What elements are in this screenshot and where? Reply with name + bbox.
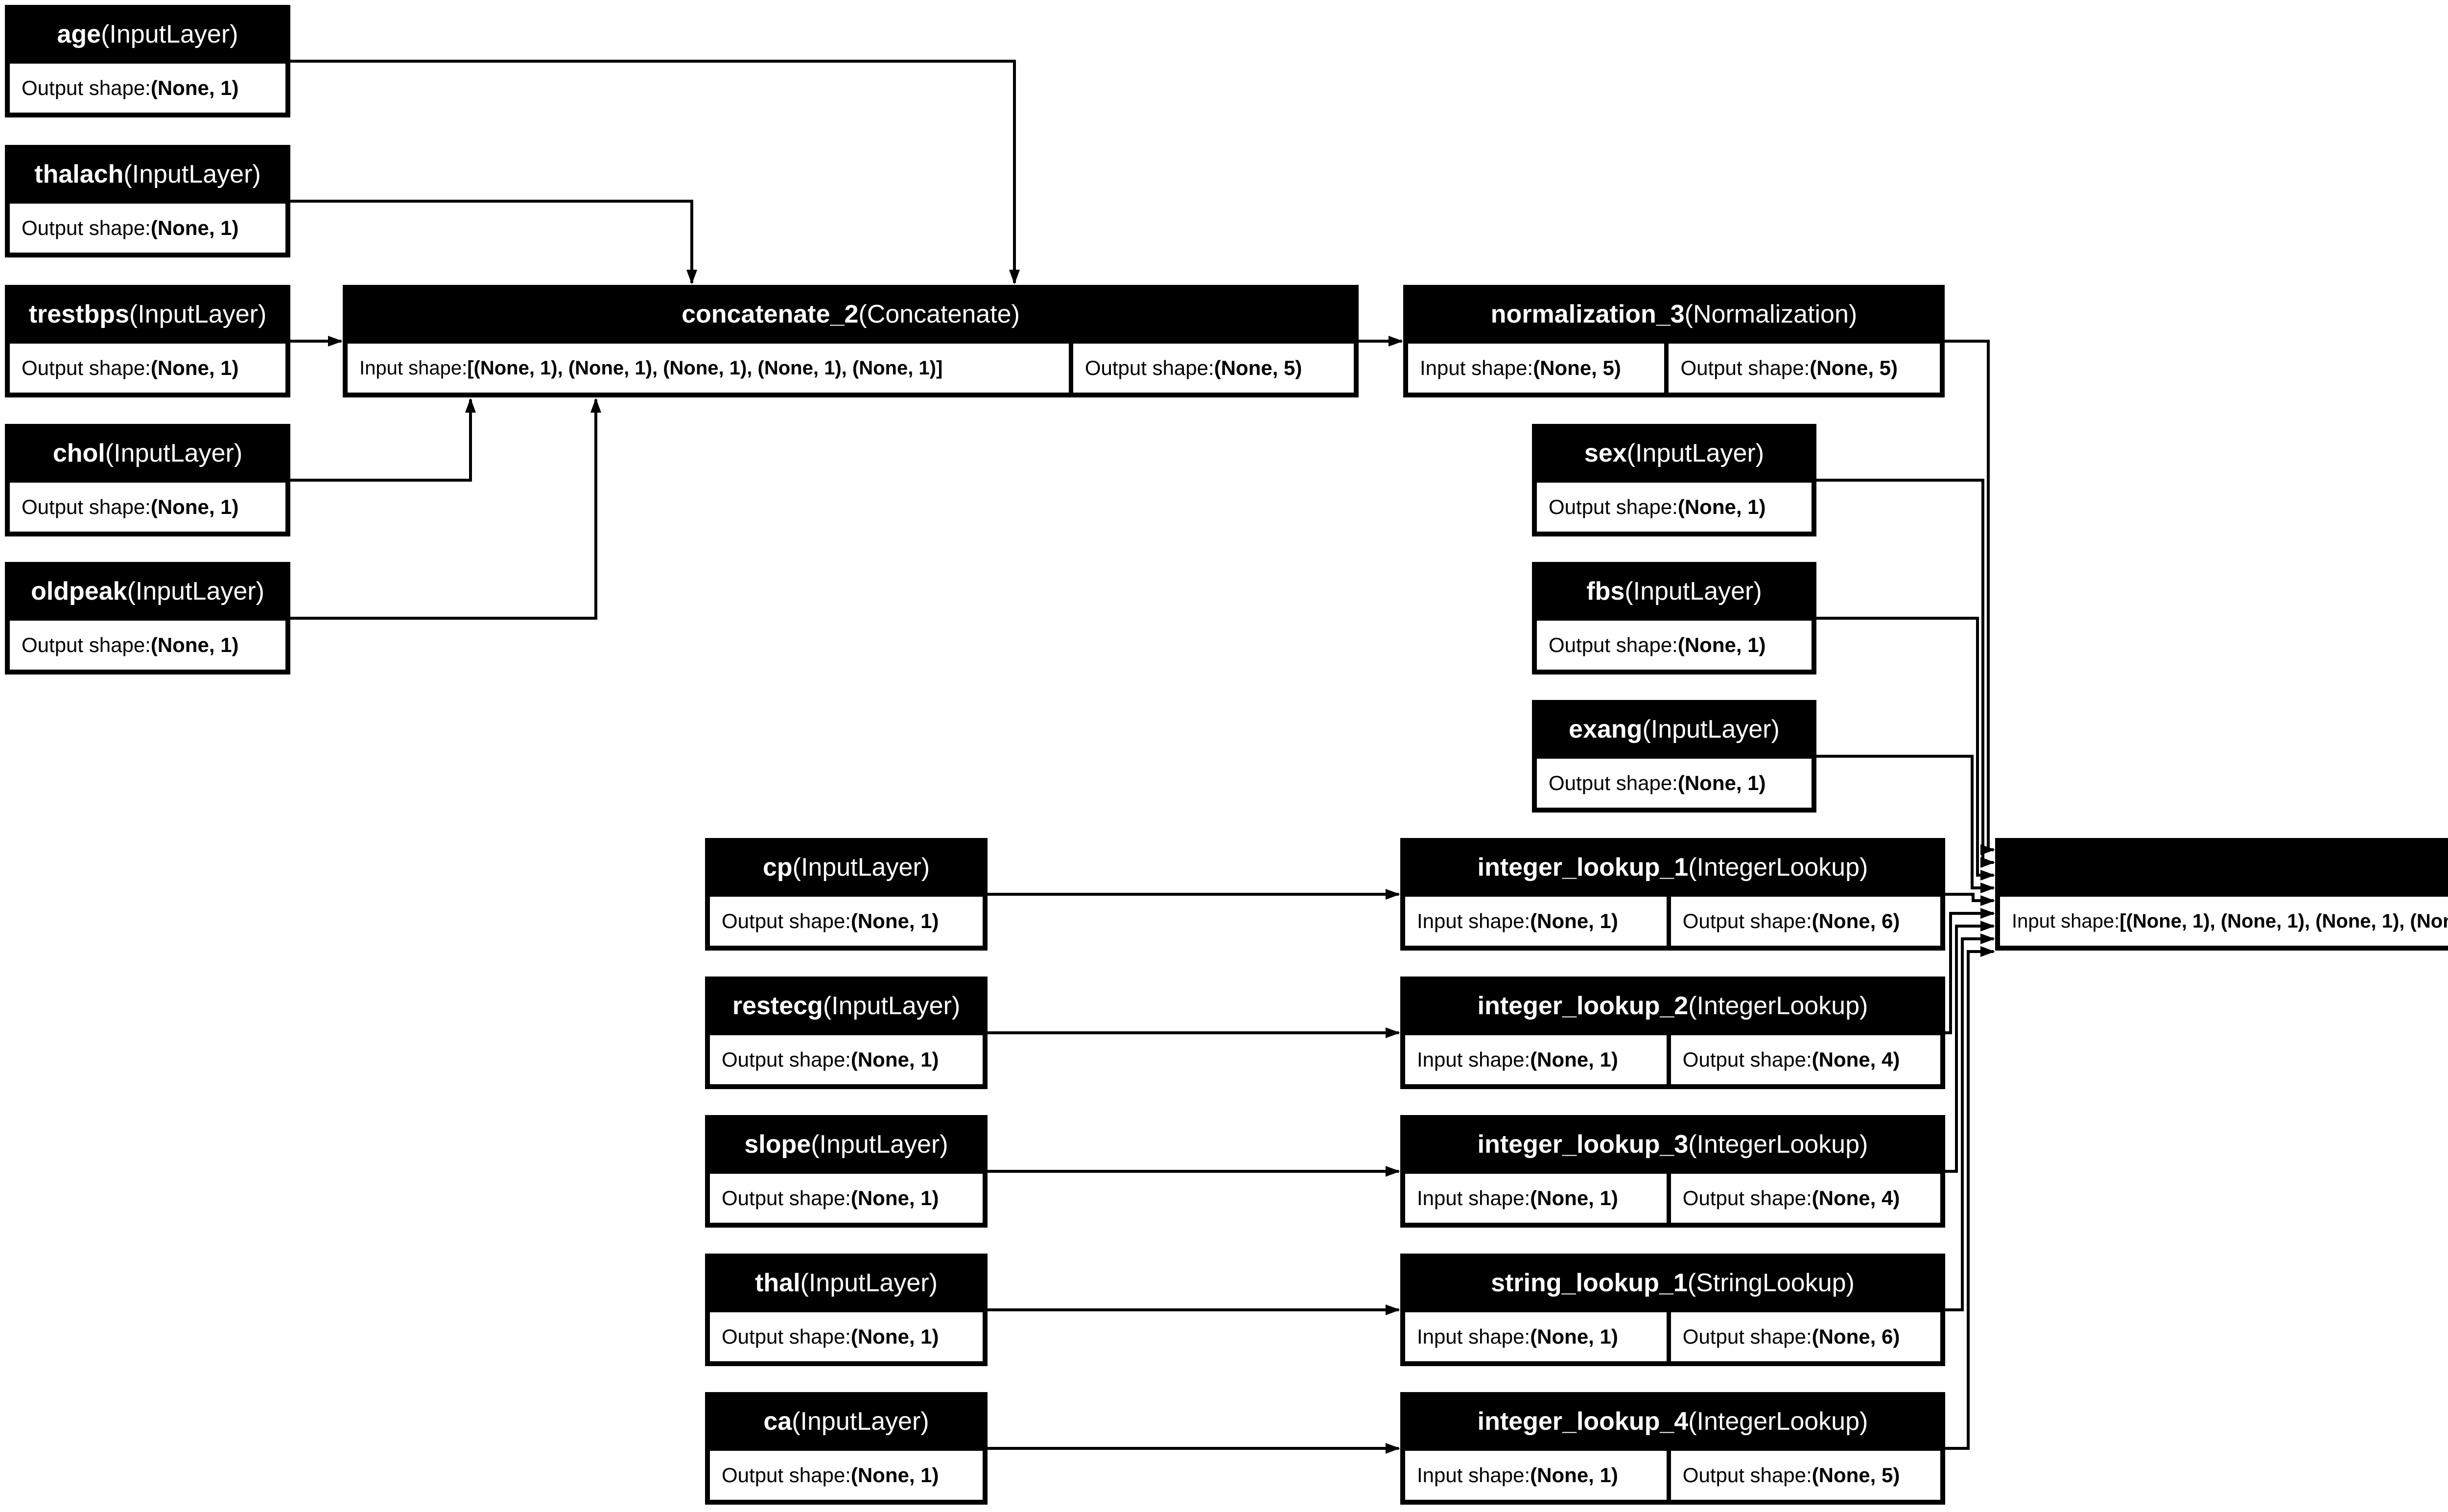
node-integer_lookup_3-title: integer_lookup_3 (IntegerLookup) bbox=[1477, 1130, 1868, 1159]
node-ca-title: ca (InputLayer) bbox=[763, 1407, 929, 1436]
node-slope-output-shape: Output shape: (None, 1) bbox=[710, 1174, 983, 1223]
node-thal-title: thal (InputLayer) bbox=[755, 1269, 938, 1297]
node-integer_lookup_4: integer_lookup_4 (IntegerLookup) Input s… bbox=[1400, 1392, 1945, 1505]
node-chol: chol (InputLayer) Output shape: (None, 1… bbox=[5, 424, 290, 536]
node-normalization_3-output-shape: Output shape: (None, 5) bbox=[1669, 344, 1940, 393]
node-cp-title: cp (InputLayer) bbox=[762, 853, 930, 882]
edge-integer_lookup_1-to-concatenate_3 bbox=[1945, 893, 1995, 906]
node-concatenate_3: concatenate_3 (Concatenate) Input shape:… bbox=[1995, 838, 2448, 951]
node-slope: slope (InputLayer) Output shape: (None, … bbox=[705, 1115, 988, 1228]
node-oldpeak-title: oldpeak (InputLayer) bbox=[31, 577, 264, 605]
edge-normalization_3-to-concatenate_3 bbox=[1945, 340, 1995, 855]
node-sex-output-shape: Output shape: (None, 1) bbox=[1537, 483, 1812, 532]
node-concatenate_2-output-shape: Output shape: (None, 5) bbox=[1073, 344, 1354, 393]
node-slope-title: slope (InputLayer) bbox=[744, 1130, 948, 1159]
node-integer_lookup_2-title: integer_lookup_2 (IntegerLookup) bbox=[1477, 992, 1868, 1020]
node-age: age (InputLayer) Output shape: (None, 1) bbox=[5, 5, 290, 117]
node-trestbps-output-shape: Output shape: (None, 1) bbox=[10, 344, 285, 393]
node-normalization_3-input-shape: Input shape: (None, 5) bbox=[1408, 344, 1665, 393]
node-normalization_3: normalization_3 (Normalization) Input sh… bbox=[1403, 285, 1945, 397]
edge-integer_lookup_4-to-concatenate_3 bbox=[1945, 946, 1995, 1450]
node-concatenate_3-title: concatenate_3 (Concatenate) bbox=[1995, 838, 2448, 897]
node-chol-output-shape: Output shape: (None, 1) bbox=[10, 483, 285, 532]
edge-thalach-to-concatenate_2 bbox=[290, 200, 697, 284]
node-string_lookup_1-output-shape: Output shape: (None, 6) bbox=[1671, 1312, 1940, 1361]
node-age-title: age (InputLayer) bbox=[57, 20, 238, 48]
node-integer_lookup_4-input-shape: Input shape: (None, 1) bbox=[1405, 1451, 1667, 1500]
node-integer_lookup_2-output-shape: Output shape: (None, 4) bbox=[1671, 1035, 1940, 1084]
node-exang-title: exang (InputLayer) bbox=[1569, 715, 1780, 744]
node-trestbps: trestbps (InputLayer) Output shape: (Non… bbox=[5, 285, 290, 397]
node-restecg: restecg (InputLayer) Output shape: (None… bbox=[705, 977, 988, 1089]
node-concatenate_2-title: concatenate_2 (Concatenate) bbox=[682, 300, 1020, 328]
node-fbs-output-shape: Output shape: (None, 1) bbox=[1537, 621, 1812, 670]
edge-integer_lookup_3-to-concatenate_3 bbox=[1945, 921, 1995, 1173]
edge-fbs-to-concatenate_3 bbox=[1816, 617, 1995, 881]
node-concatenate_2-input-shape: Input shape: [(None, 1), (None, 1), (Non… bbox=[348, 344, 1069, 393]
node-age-output-shape: Output shape: (None, 1) bbox=[10, 64, 285, 113]
node-integer_lookup_1-input-shape: Input shape: (None, 1) bbox=[1405, 897, 1667, 946]
edge-sex-to-concatenate_3 bbox=[1816, 479, 1995, 868]
node-sex-title: sex (InputLayer) bbox=[1584, 439, 1765, 467]
node-thal: thal (InputLayer) Output shape: (None, 1… bbox=[705, 1254, 988, 1366]
edge-chol-to-concatenate_2 bbox=[290, 398, 476, 482]
node-thalach-title: thalach (InputLayer) bbox=[34, 160, 261, 188]
node-cp: cp (InputLayer) Output shape: (None, 1) bbox=[705, 838, 988, 951]
node-integer_lookup_2-input-shape: Input shape: (None, 1) bbox=[1405, 1035, 1667, 1084]
node-exang: exang (InputLayer) Output shape: (None, … bbox=[1532, 700, 1816, 813]
edge-exang-to-concatenate_3 bbox=[1816, 755, 1995, 893]
edge-string_lookup_1-to-concatenate_3 bbox=[1945, 933, 1995, 1311]
node-sex: sex (InputLayer) Output shape: (None, 1) bbox=[1532, 424, 1816, 536]
node-integer_lookup_4-title: integer_lookup_4 (IntegerLookup) bbox=[1477, 1407, 1868, 1436]
node-string_lookup_1-title: string_lookup_1 (StringLookup) bbox=[1491, 1269, 1855, 1297]
node-ca: ca (InputLayer) Output shape: (None, 1) bbox=[705, 1392, 988, 1505]
node-ca-output-shape: Output shape: (None, 1) bbox=[710, 1451, 983, 1500]
node-integer_lookup_1-output-shape: Output shape: (None, 6) bbox=[1671, 897, 1940, 946]
node-oldpeak-output-shape: Output shape: (None, 1) bbox=[10, 621, 285, 670]
node-thalach: thalach (InputLayer) Output shape: (None… bbox=[5, 145, 290, 257]
node-fbs-title: fbs (InputLayer) bbox=[1586, 577, 1762, 605]
node-string_lookup_1: string_lookup_1 (StringLookup) Input sha… bbox=[1400, 1254, 1945, 1366]
node-string_lookup_1-input-shape: Input shape: (None, 1) bbox=[1405, 1312, 1667, 1361]
node-integer_lookup_1: integer_lookup_1 (IntegerLookup) Input s… bbox=[1400, 838, 1945, 951]
node-integer_lookup_3-input-shape: Input shape: (None, 1) bbox=[1405, 1174, 1667, 1223]
node-integer_lookup_3-output-shape: Output shape: (None, 4) bbox=[1671, 1174, 1940, 1223]
edge-integer_lookup_2-to-concatenate_3 bbox=[1945, 908, 1995, 1034]
node-normalization_3-title: normalization_3 (Normalization) bbox=[1490, 300, 1858, 328]
node-chol-title: chol (InputLayer) bbox=[52, 439, 243, 467]
node-integer_lookup_1-title: integer_lookup_1 (IntegerLookup) bbox=[1477, 853, 1868, 882]
node-exang-output-shape: Output shape: (None, 1) bbox=[1537, 759, 1812, 808]
node-integer_lookup_2: integer_lookup_2 (IntegerLookup) Input s… bbox=[1400, 977, 1945, 1089]
node-integer_lookup_4-output-shape: Output shape: (None, 5) bbox=[1671, 1451, 1940, 1500]
node-thalach-output-shape: Output shape: (None, 1) bbox=[10, 204, 285, 253]
node-cp-output-shape: Output shape: (None, 1) bbox=[710, 897, 983, 946]
node-concatenate_2: concatenate_2 (Concatenate) Input shape:… bbox=[343, 285, 1359, 397]
edge-age-to-concatenate_2 bbox=[290, 60, 1020, 284]
edge-oldpeak-to-concatenate_2 bbox=[290, 398, 601, 620]
node-restecg-title: restecg (InputLayer) bbox=[732, 992, 961, 1020]
node-trestbps-title: trestbps (InputLayer) bbox=[28, 300, 267, 328]
node-fbs: fbs (InputLayer) Output shape: (None, 1) bbox=[1532, 562, 1816, 675]
node-integer_lookup_3: integer_lookup_3 (IntegerLookup) Input s… bbox=[1400, 1115, 1945, 1228]
node-thal-output-shape: Output shape: (None, 1) bbox=[710, 1312, 983, 1361]
node-oldpeak: oldpeak (InputLayer) Output shape: (None… bbox=[5, 562, 290, 675]
node-restecg-output-shape: Output shape: (None, 1) bbox=[710, 1035, 983, 1084]
node-concatenate_3-input-shape: Input shape: [(None, 1), (None, 1), (Non… bbox=[2000, 897, 2448, 946]
